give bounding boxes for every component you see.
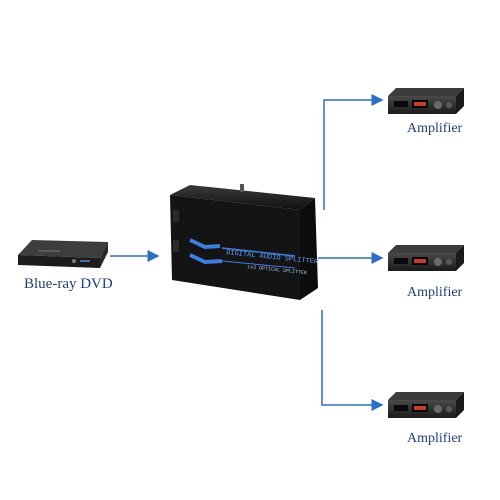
amplifier-icon [388, 88, 464, 114]
optical-splitter-device-icon [170, 184, 318, 300]
amplifier-icon [388, 392, 464, 418]
dvd-player-icon [18, 240, 108, 268]
amplifier-label-1: Amplifier [407, 121, 463, 136]
amplifier-icon [388, 245, 464, 271]
arrow-splitter-to-amplifiers [318, 94, 384, 411]
amplifier-label-2: Amplifier [407, 285, 463, 300]
amplifier-label-3: Amplifier [407, 431, 463, 446]
dvd-label: Blue-ray DVD [24, 276, 113, 292]
